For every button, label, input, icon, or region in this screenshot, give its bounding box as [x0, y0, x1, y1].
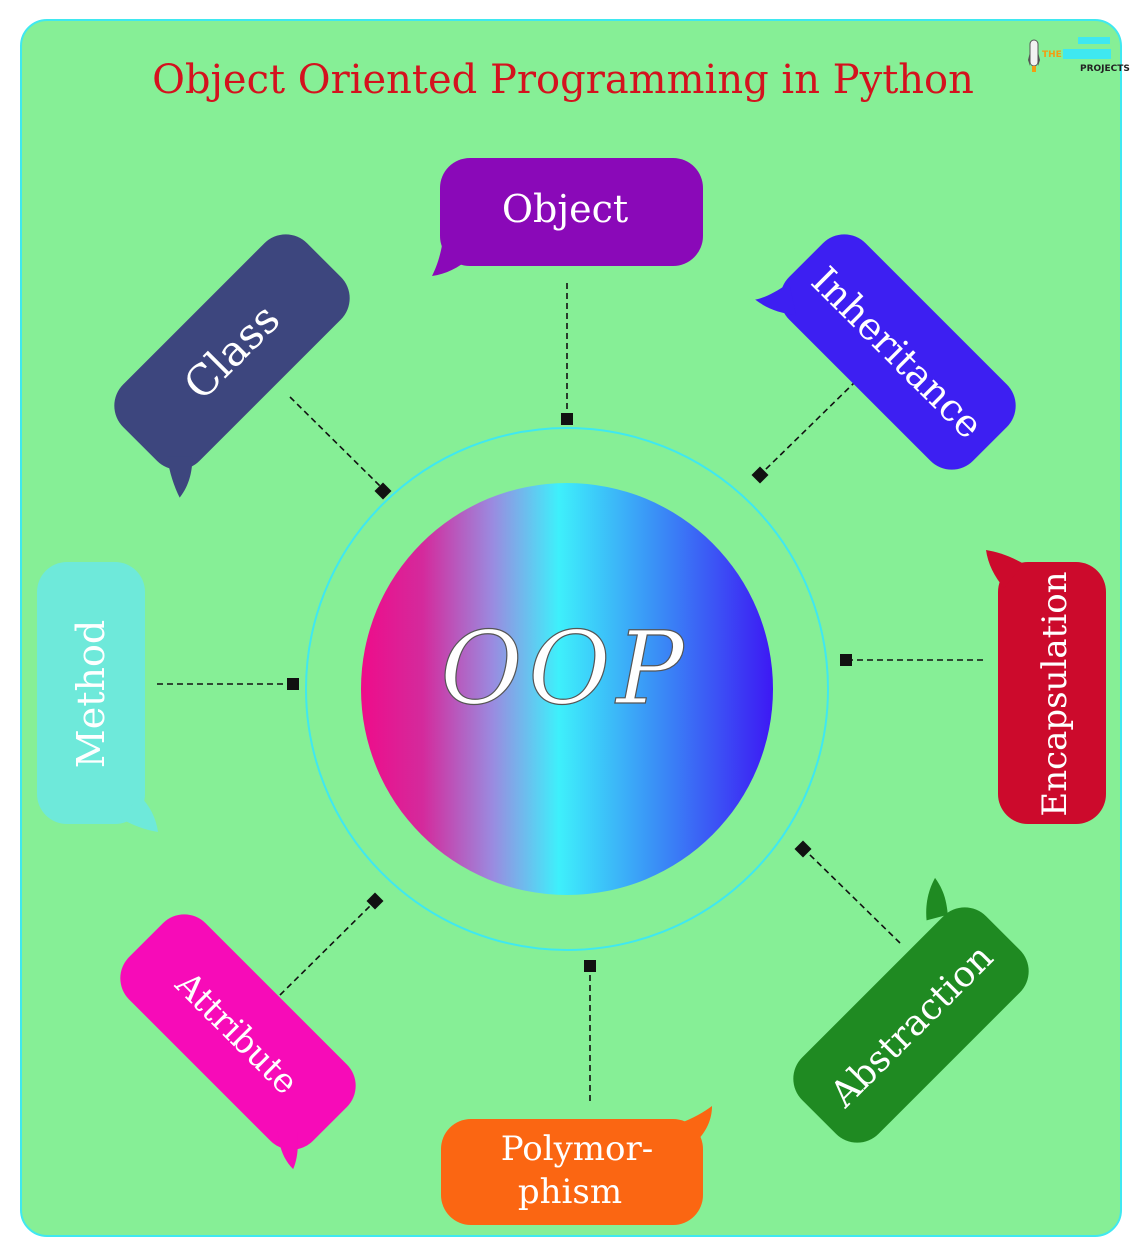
brand-logo: THE PROJECTS [1028, 37, 1130, 74]
label-method: Method [69, 620, 113, 768]
marker-class [374, 482, 392, 500]
marker-attribute [366, 892, 384, 910]
connector-inheritance [764, 380, 857, 471]
label-polymorphism-line2: phism [518, 1172, 622, 1212]
label-polymorphism-line1: Polymor- [501, 1129, 654, 1169]
marker-method [287, 678, 299, 690]
label-object: Object [502, 187, 628, 231]
connectors [157, 283, 983, 1101]
oop-center-label: OOP [440, 610, 689, 727]
marker-object [561, 413, 573, 425]
connector-abstraction [807, 852, 901, 944]
rocket-icon [1028, 39, 1040, 72]
connector-class [289, 396, 381, 487]
outer-ring [305, 427, 829, 951]
oop-center-circle [361, 483, 773, 895]
label-encapsulation: Encapsulation [1035, 571, 1075, 816]
connector-attribute [279, 905, 371, 996]
logo-line1: THE [1042, 50, 1062, 60]
marker-polymorphism [584, 960, 596, 972]
marker-abstraction [794, 840, 812, 858]
marker-inheritance [751, 466, 769, 484]
bubble-method: Method [37, 562, 158, 832]
bubble-encapsulation: Encapsulation [986, 550, 1106, 824]
connector-markers [287, 413, 852, 972]
marker-encapsulation [840, 654, 852, 666]
bubble-object: Object [432, 158, 703, 276]
bubble-polymorphism: Polymor- phism [441, 1106, 712, 1225]
logo-line2: PROJECTS [1080, 64, 1130, 74]
diagram-title: Object Oriented Programming in Python [152, 57, 974, 103]
